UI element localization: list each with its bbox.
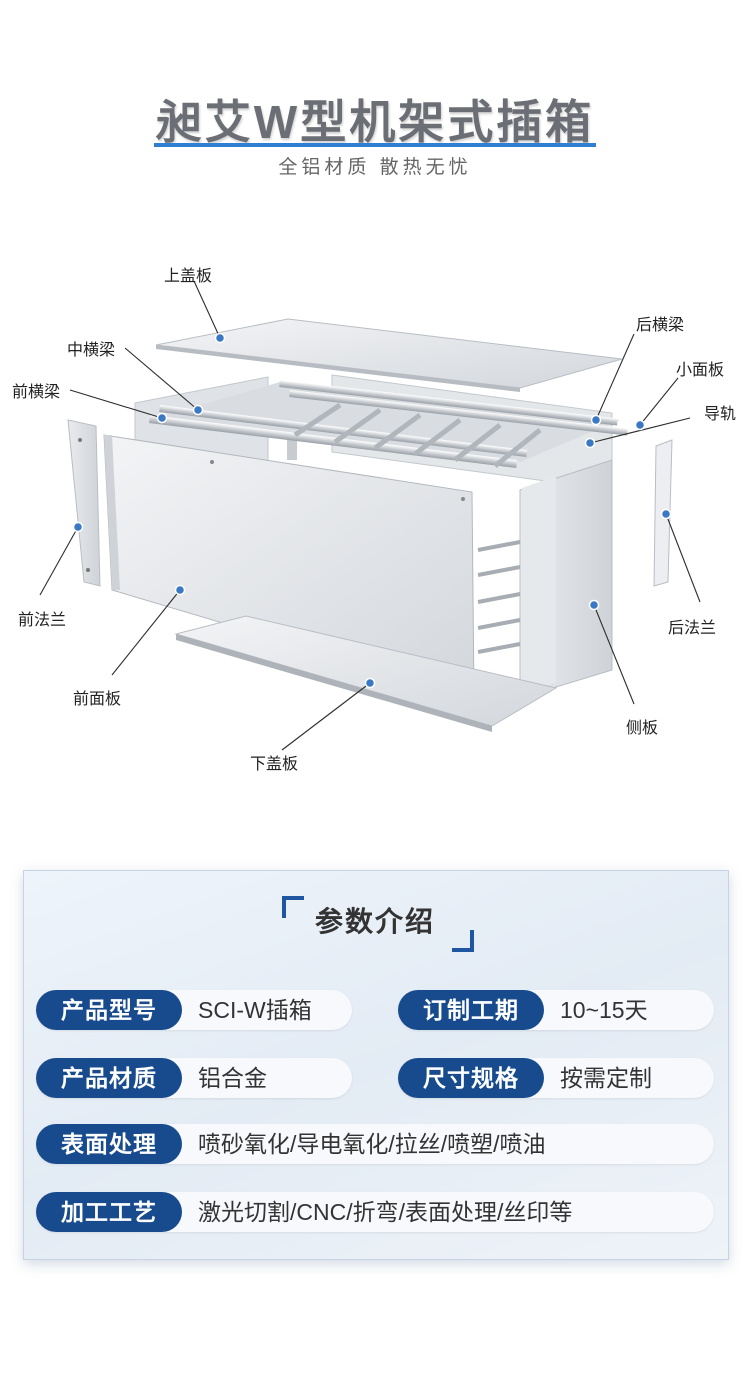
label-small-panel: 小面板: [676, 362, 725, 379]
param-row-lead-time: 订制工期 10~15天: [398, 990, 714, 1030]
top-cover-part: [155, 318, 623, 389]
param-key-material: 产品材质: [36, 1058, 182, 1098]
param-row-surface: 表面处理 喷砂氧化/导电氧化/拉丝/喷塑/喷油: [36, 1124, 714, 1164]
label-bottom-cover: 下盖板: [250, 756, 299, 773]
param-key-size: 尺寸规格: [398, 1058, 544, 1098]
label-front-beam: 前横梁: [12, 384, 61, 401]
label-rear-beam: 后横梁: [636, 317, 685, 334]
label-side-panel: 侧板: [626, 720, 659, 737]
title-bracket-right: [452, 930, 474, 952]
param-val-material: 铝合金: [198, 1065, 267, 1091]
param-key-model: 产品型号: [36, 990, 182, 1030]
param-key-lead-time: 订制工期: [398, 990, 544, 1030]
param-val-size: 按需定制: [560, 1065, 652, 1091]
params-title: 参数介绍: [314, 906, 435, 937]
label-front-flange: 前法兰: [18, 612, 67, 629]
exploded-chassis-diagram: 上盖板 中横梁 前横梁 前法兰 前面板 下盖板 后横梁 小面板 导轨 后法兰 侧…: [0, 230, 750, 790]
label-front-panel: 前面板: [73, 691, 122, 708]
rail-rods: [149, 380, 628, 469]
param-val-surface: 喷砂氧化/导电氧化/拉丝/喷塑/喷油: [198, 1131, 546, 1157]
param-key-process: 加工工艺: [36, 1192, 182, 1232]
param-row-size: 尺寸规格 按需定制: [398, 1058, 714, 1098]
label-middle-beam: 中横梁: [67, 342, 116, 359]
page-title: 昶艾W型机架式插箱: [155, 96, 595, 148]
param-key-surface: 表面处理: [36, 1124, 182, 1164]
param-row-model: 产品型号 SCI-W插箱: [36, 990, 352, 1030]
label-rear-flange: 后法兰: [668, 620, 717, 637]
title-underline: [154, 143, 596, 147]
title-bracket-left: [282, 896, 304, 918]
label-top-cover: 上盖板: [164, 268, 213, 285]
bottom-cover-part: [174, 615, 558, 727]
label-guide-rail: 导轨: [704, 406, 737, 423]
param-val-process: 激光切割/CNC/折弯/表面处理/丝印等: [198, 1199, 573, 1225]
param-row-material: 产品材质 铝合金: [36, 1058, 352, 1098]
param-row-process: 加工工艺 激光切割/CNC/折弯/表面处理/丝印等: [36, 1192, 714, 1232]
page-subtitle: 全铝材质 散热无忧: [278, 157, 472, 178]
front-flange-part: [67, 419, 101, 587]
chassis-illustration: [39, 280, 701, 751]
param-val-lead-time: 10~15天: [560, 997, 648, 1023]
param-val-model: SCI-W插箱: [198, 997, 312, 1023]
